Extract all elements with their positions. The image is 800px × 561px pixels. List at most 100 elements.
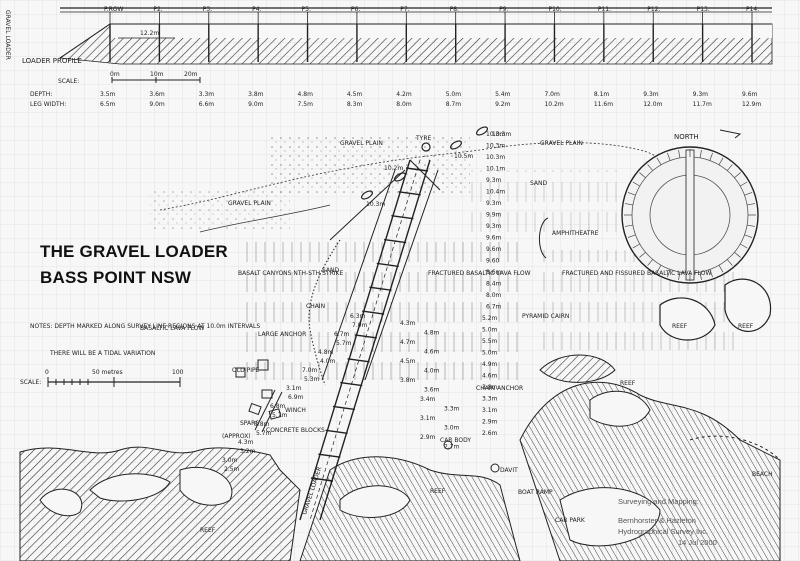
profile-pier-label: P9. — [499, 6, 508, 13]
reef-patch-1 — [89, 473, 171, 502]
depth-sounding-left: 5.7m — [256, 430, 272, 437]
profile-pier-label: P13. — [697, 6, 710, 13]
depth-sounding-mid: 4.7m — [400, 339, 416, 346]
profile-leg-width-value: 11.7m — [693, 101, 712, 108]
depth-sounding-right: 5.2m — [482, 315, 498, 322]
car-body-marker — [443, 440, 453, 450]
label-chain-anchor: CHAIN ANCHOR — [476, 385, 523, 392]
reef-patch-3 — [179, 466, 233, 506]
depth-sounding-mid: 2.7m — [444, 444, 460, 451]
profile-scale-tick-0: 0m — [110, 71, 120, 78]
label-pyramid-cairn: PYRAMID CAIRN — [522, 313, 569, 320]
profile-pier-label: P14. — [746, 6, 759, 13]
label-reef-5: REEF — [200, 527, 216, 534]
map-scale-bar — [47, 377, 181, 387]
depth-sounding-right: 9.3m — [486, 200, 502, 207]
profile-leg-width-value: 6.5m — [100, 101, 116, 108]
spar-2 — [261, 391, 283, 433]
profile-scale-tick-10: 10m — [150, 71, 164, 78]
label-amphitheatre: AMPHITHEATRE — [552, 230, 599, 237]
depth-sounding-right: 9.9m — [486, 212, 502, 219]
depth-sounding-right: 3.3m — [482, 396, 498, 403]
shore-rock-left — [19, 446, 301, 561]
label-basaltic-lava-flow: BASALTIC LAVA FLOW — [140, 325, 205, 332]
depth-sounding-right: 2.9m — [482, 419, 498, 426]
depth-sounding-right: 9.6m — [486, 246, 502, 253]
map-title-line-2: BASS POINT NSW — [40, 268, 192, 287]
depth-sounding-right: 5.5m — [482, 338, 498, 345]
profile-scale-bar — [111, 77, 201, 83]
profile-scale-label: SCALE: — [58, 78, 79, 85]
profile-leg-width-value: 9.2m — [495, 101, 511, 108]
profile-leg-width-value: 7.5m — [298, 101, 314, 108]
profile-depth-value: 4.5m — [347, 91, 363, 98]
depth-sounding-right: 9.6m — [486, 235, 502, 242]
depth-sounding-left: 7.0m — [302, 367, 318, 374]
depth-sounding-mid: 3.8m — [400, 377, 416, 384]
depth-sounding-left: 7.0m — [352, 322, 368, 329]
depth-sounding-left: 3.0m — [222, 457, 238, 464]
gravel-loader-structure — [299, 159, 441, 521]
spar-1 — [254, 389, 276, 431]
profile-leg-width-value: 8.3m — [347, 101, 363, 108]
depth-sounding-left: 6.7m — [334, 331, 350, 338]
notes-line-2: THERE WILL BE A TIDAL VARIATION — [49, 350, 155, 357]
label-spars: SPARS — [240, 420, 259, 427]
depth-sounding-mid: 3.0m — [444, 425, 460, 432]
label-reef-1: REEF — [672, 323, 688, 330]
depth-row-label: DEPTH: — [30, 91, 52, 98]
car-park-area — [559, 487, 661, 547]
profile-depth-value: 9.6m — [742, 91, 758, 98]
concrete-block-1 — [248, 402, 262, 416]
loader-piers — [310, 167, 429, 482]
gravel-texture-left — [150, 190, 290, 230]
profile-pier-label: P4. — [252, 6, 261, 13]
profile-depth-value: 8.1m — [594, 91, 610, 98]
label-approx: (APPROX) — [222, 433, 251, 440]
depth-sounding-right: 8.6m — [486, 269, 502, 276]
depth-sounding-left: 3.1m — [286, 385, 302, 392]
label-reef-4: REEF — [430, 488, 446, 495]
label-sand: SAND — [530, 180, 548, 187]
tyre-4 — [360, 190, 374, 200]
tyre-3 — [393, 172, 407, 182]
loader-pier — [332, 405, 356, 411]
depth-sounding-right: 10.4m — [486, 189, 505, 196]
profile-depth-value: 5.4m — [495, 91, 511, 98]
tyre-2 — [449, 140, 463, 150]
profile-leg-width-value: 12.9m — [742, 101, 761, 108]
reef-island-1 — [659, 297, 716, 341]
depth-sounding-left: 4.3m — [238, 439, 254, 446]
depth-sounding-right: 9.3m — [486, 177, 502, 184]
gravel-plain-edge — [159, 142, 665, 211]
depth-sounding-mid: 4.5m — [400, 358, 416, 365]
depth-sounding-left: 4.0m — [320, 358, 336, 365]
profile-depth-value: 3.6m — [149, 91, 165, 98]
beach-line — [689, 435, 781, 461]
loader-pier — [369, 286, 392, 291]
depth-sounding-right: 4.6m — [482, 373, 498, 380]
profile-depth-value: 3.5m — [100, 91, 116, 98]
label-reef-3: REEF — [620, 380, 636, 387]
profile-depth-value: 5.0m — [446, 91, 462, 98]
loader-pier — [325, 429, 348, 435]
profile-depth-value: 3.8m — [248, 91, 264, 98]
profile-leg-width-value: 10.2m — [544, 101, 563, 108]
depth-sounding-left: 5.8m — [254, 421, 270, 428]
profile-leg-width-value: 11.6m — [594, 101, 613, 108]
depth-soundings: 10.3m10.3m10.3m10.1m9.3m10.4m9.3m9.9m9.3… — [222, 131, 511, 473]
profile-leg-width-value: 12.0m — [643, 101, 662, 108]
reef-rock-1 — [539, 354, 616, 383]
lava-flow-texture — [240, 240, 520, 380]
profile-pier-label: P11. — [598, 6, 611, 13]
north-arrow-icon — [719, 129, 742, 139]
loader-pier — [405, 167, 429, 172]
profile-pier-label: P7. — [400, 6, 409, 13]
depth-sounding-right: 3.1m — [482, 407, 498, 414]
depth-sounding-left: 3.2m — [240, 448, 256, 455]
depth-sounding-left: 4.8m — [318, 349, 334, 356]
depth-sounding-mid: 4.8m — [424, 330, 440, 337]
label-fractured-basaltic: FRACTURED BASALTIC LAVA FLOW — [428, 270, 531, 277]
depth-sounding-mid: 4.0m — [424, 368, 440, 375]
